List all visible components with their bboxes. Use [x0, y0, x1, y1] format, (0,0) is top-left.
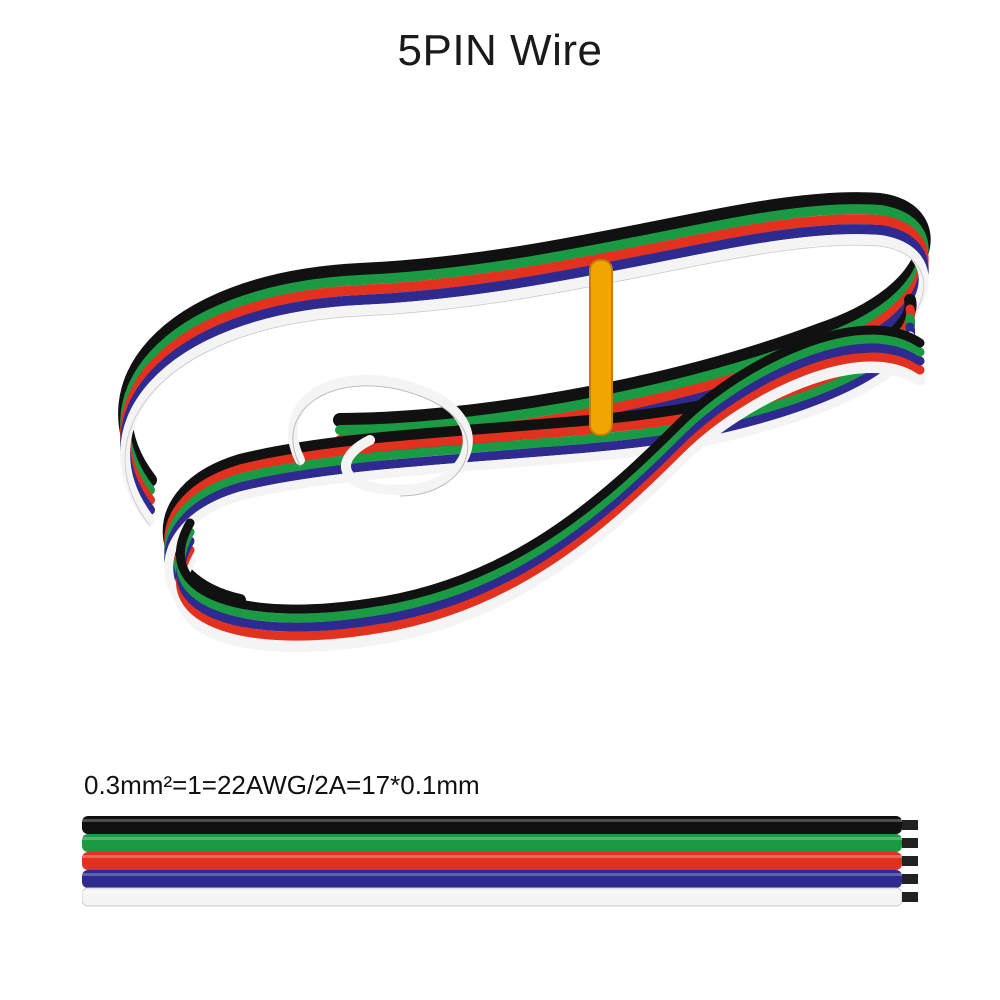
wire-strand-2 [82, 834, 902, 852]
page-title: 5PIN Wire [397, 26, 603, 75]
wire-highlight-4 [82, 873, 902, 876]
wire-highlight-2 [82, 837, 902, 840]
wire-strand-1 [82, 816, 902, 834]
wire-spec-label: 0.3mm²=1=22AWG/2A=17*0.1mm [84, 770, 480, 800]
flat-cable-illustration [82, 816, 918, 907]
wire-tip-1 [902, 820, 918, 830]
wire-tip-3 [902, 856, 918, 866]
zip-tie [589, 259, 613, 436]
wire-highlight-1 [82, 819, 902, 822]
wire-tip-2 [902, 838, 918, 848]
wire-strand-4 [82, 870, 902, 888]
wire-strand-3 [82, 852, 902, 870]
coiled-wire-photo [118, 192, 931, 653]
wire-strand-5 [82, 887, 903, 907]
wire-highlight-5 [82, 891, 902, 894]
wire-tip-5 [902, 892, 918, 902]
wire-tip-4 [902, 874, 918, 884]
wire-highlight-3 [82, 855, 902, 858]
